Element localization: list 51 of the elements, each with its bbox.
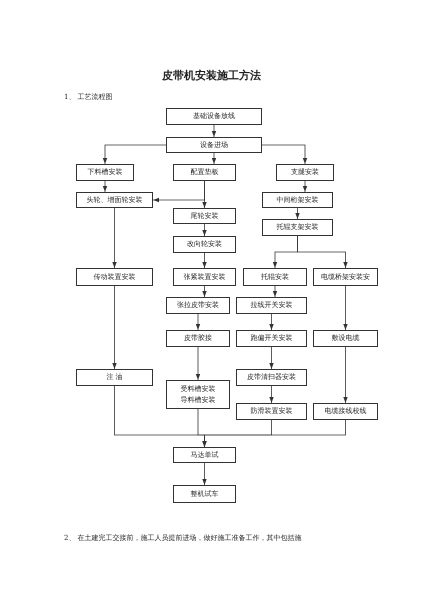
- arrow: [202, 420, 346, 448]
- arrow: [212, 124, 216, 138]
- process-box: [236, 297, 307, 314]
- arrow: [102, 144, 166, 164]
- process-box: [236, 403, 307, 420]
- process-box: [173, 208, 236, 224]
- arrow: [295, 208, 300, 220]
- process-box: [313, 330, 378, 347]
- arrow: [272, 286, 278, 298]
- process-box: [76, 268, 153, 286]
- arrow: [202, 180, 207, 208]
- arrow: [212, 152, 216, 164]
- arrow: [102, 180, 108, 192]
- process-box: [276, 164, 334, 181]
- arrow: [269, 314, 274, 330]
- process-box: [76, 369, 153, 386]
- process-box: [173, 164, 236, 181]
- arrow: [269, 346, 274, 370]
- arrow: [262, 144, 308, 164]
- process-box: [166, 380, 230, 409]
- arrow: [343, 286, 348, 330]
- process-box: [76, 192, 153, 208]
- arrow: [112, 286, 117, 370]
- process-box: [166, 297, 230, 314]
- arrow: [343, 346, 348, 404]
- arrow: [196, 314, 200, 330]
- process-box: [166, 330, 230, 347]
- process-box: [262, 192, 333, 208]
- process-box: [166, 108, 262, 125]
- process-box: [313, 268, 378, 286]
- process-box: [313, 403, 378, 420]
- process-box: [166, 137, 262, 153]
- process-box: [236, 330, 307, 347]
- arrow: [269, 386, 274, 404]
- arrow: [297, 236, 348, 268]
- process-box: [243, 268, 307, 286]
- process-box: [236, 369, 307, 386]
- arrow: [202, 462, 207, 486]
- process-box: [173, 485, 236, 503]
- page-title: 皮带机安装施工方法: [162, 69, 261, 82]
- arrow: [202, 224, 207, 236]
- arrow: [202, 252, 207, 268]
- process-box: [262, 219, 333, 236]
- process-box: [76, 164, 134, 181]
- arrow: [196, 346, 200, 380]
- arrow: [202, 286, 207, 298]
- process-box: [173, 268, 236, 286]
- process-box: [173, 447, 236, 463]
- arrow: [112, 208, 117, 268]
- process-box: [173, 236, 236, 253]
- arrow: [302, 180, 308, 192]
